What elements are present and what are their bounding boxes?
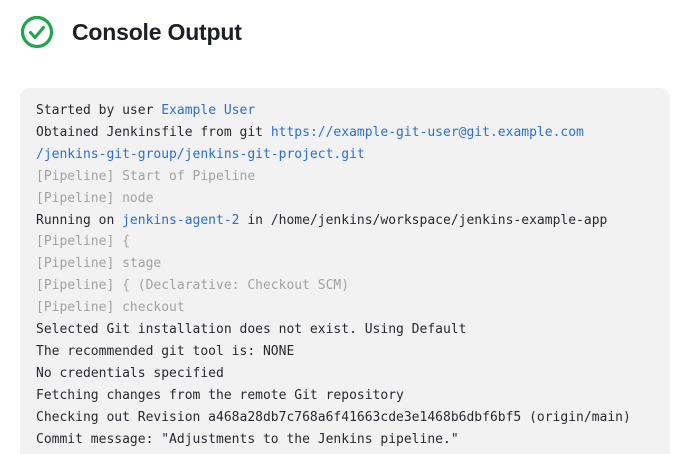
page-title: Console Output [72,18,242,45]
console-text: Started by user [36,103,162,118]
console-line: Fetching changes from the remote Git rep… [36,385,654,407]
console-link[interactable]: /jenkins-git-group/jenkins-git-project.g… [36,146,365,162]
console-line: [Pipeline] { [36,231,654,253]
console-line: [Pipeline] stage [36,253,654,275]
console-line: [Pipeline] checkout [36,297,654,319]
console-link[interactable]: jenkins-agent-2 [122,212,240,228]
console-text: [Pipeline] checkout [36,300,185,316]
console-line: Obtained Jenkinsfile from git https://ex… [36,122,654,144]
success-check-icon [20,15,54,49]
console-text: No credentials specified [36,365,224,381]
console-line: /jenkins-git-group/jenkins-git-project.g… [36,144,654,166]
console-text: The recommended git tool is: NONE [36,343,295,359]
console-line: [Pipeline] Start of Pipeline [36,166,654,188]
console-link[interactable]: https://example-git-user@git.example.com [270,124,584,140]
console-text: Obtained Jenkinsfile from git [36,124,271,140]
console-line: [Pipeline] { (Declarative: Checkout SCM) [36,275,654,297]
console-line: Selected Git installation does not exist… [36,319,654,341]
console-text: Checking out Revision a468a28db7c768a6f4… [36,409,631,425]
console-line: The recommended git tool is: NONE [36,341,654,363]
console-text: Selected Git installation does not exist… [36,322,467,338]
console-line: [Pipeline] node [36,188,654,210]
console-line: Started by user Example User [36,100,654,122]
console-text: [Pipeline] { [36,234,130,250]
console-text: Fetching changes from the remote Git rep… [36,387,404,403]
console-text: Running on [36,212,123,228]
console-line: Checking out Revision a468a28db7c768a6f4… [36,407,654,429]
console-text: [Pipeline] stage [36,256,162,272]
console-line: Commit message: "Adjustments to the Jenk… [36,429,654,451]
console-text: in /home/jenkins/workspace/jenkins-examp… [239,212,608,228]
console-line: Running on jenkins-agent-2 in /home/jenk… [36,210,654,232]
console-line: No credentials specified [36,363,654,385]
console-text: [Pipeline] Start of Pipeline [36,168,256,184]
console-text: [Pipeline] { (Declarative: Checkout SCM) [36,278,350,294]
console-text: Commit message: "Adjustments to the Jenk… [36,431,459,447]
console-link[interactable]: Example User [161,103,256,118]
console-text: [Pipeline] node [36,190,154,206]
page-header: Console Output [20,15,242,49]
